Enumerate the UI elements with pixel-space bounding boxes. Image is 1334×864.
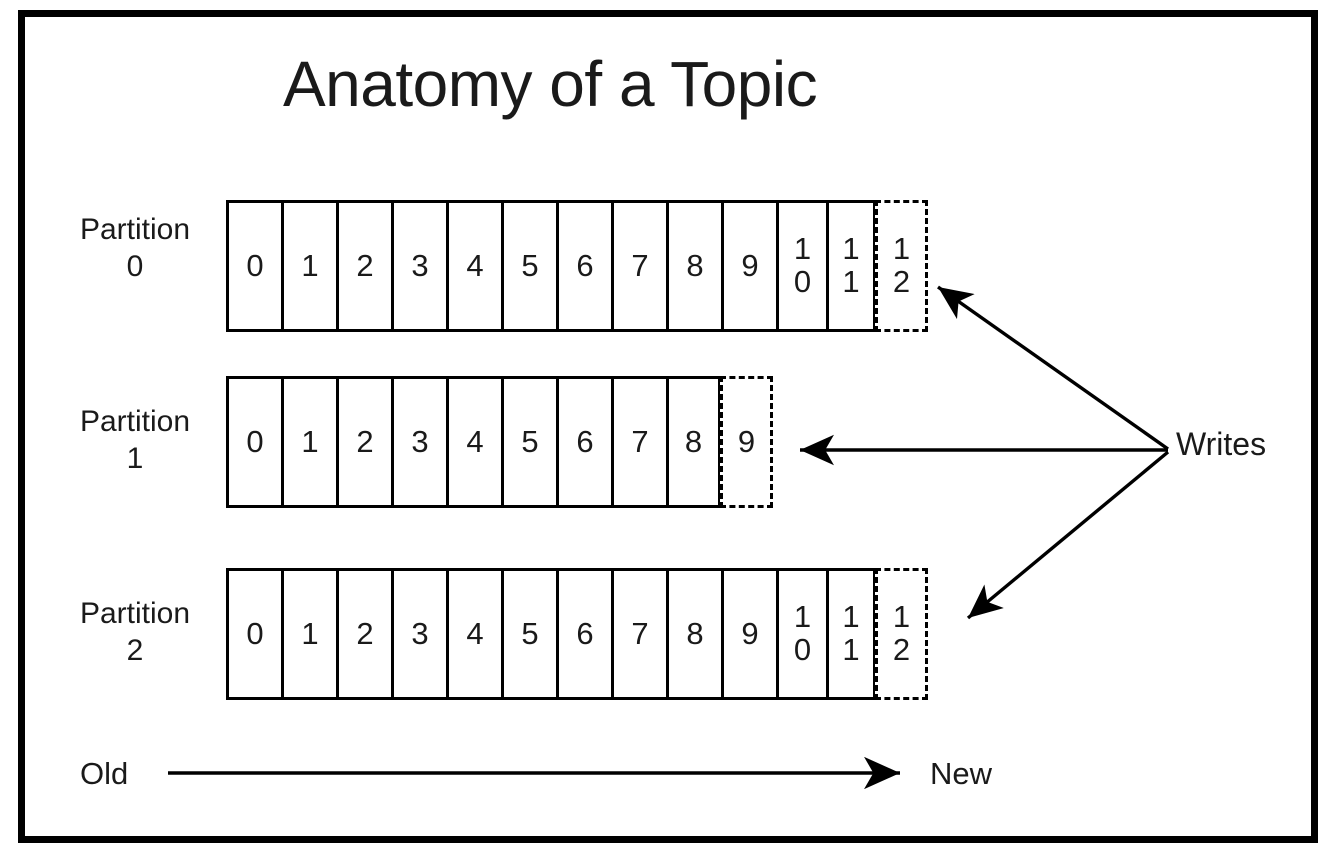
partition-label-0: Partition 0	[40, 212, 230, 285]
partition-label-2-index: 2	[126, 633, 144, 667]
partition-1-offset-cell: 4	[446, 376, 501, 508]
partition-label-2: Partition 2	[40, 596, 230, 669]
partition-2-offset-cell: 4	[446, 568, 501, 700]
partition-1-offset-cell: 1	[281, 376, 336, 508]
partition-1-offset-cell: 7	[611, 376, 666, 508]
partition-label-1-index: 1	[126, 441, 144, 475]
partition-2-offset-cell: 7	[611, 568, 666, 700]
partition-0-offset-cell: 8	[666, 200, 721, 332]
offset-value: 8	[686, 247, 704, 283]
offset-value: 1	[301, 423, 319, 459]
offset-value: 4	[466, 615, 484, 651]
offset-value: 9	[741, 615, 759, 651]
axis-new-label: New	[930, 756, 993, 791]
offset-value: 8	[684, 423, 703, 459]
partition-1-offset-cell: 6	[556, 376, 611, 508]
partition-0-offset-cell: 9	[721, 200, 776, 332]
partition-0-offset-cell: 1	[281, 200, 336, 332]
partition-2-offset-cell: 2	[336, 568, 391, 700]
offset-value: 7	[631, 247, 649, 283]
offset-value: 2	[356, 247, 374, 283]
axis-old-label: Old	[80, 756, 129, 791]
offset-value: 4	[466, 423, 484, 459]
partition-2-offset-cell: 1	[281, 568, 336, 700]
offset-value: 6	[576, 615, 594, 651]
page-title: Anatomy of a Topic	[282, 48, 818, 120]
partition-2-offset-cell: 8	[666, 568, 721, 700]
partition-label-0-name: Partition	[79, 213, 191, 246]
partition-1-offset-cell: 3	[391, 376, 446, 508]
offset-value: 3	[411, 615, 429, 651]
offset-value: 1	[301, 615, 319, 651]
partition-1-offset-cell: 0	[226, 376, 281, 508]
offset-value: 2	[356, 615, 374, 651]
offset-value: 0	[246, 247, 264, 283]
partition-1-offset-cell: 2	[336, 376, 391, 508]
offset-value: 4	[466, 247, 484, 283]
partition-label-2-name: Partition	[79, 597, 191, 630]
partition-0-offset-cell: 2	[336, 200, 391, 332]
partition-2-offset-cell: 6	[556, 568, 611, 700]
offset-value: 6	[576, 247, 594, 283]
offset-value: 0	[246, 423, 264, 459]
partition-2-offset-cell: 3	[391, 568, 446, 700]
offset-value: 9	[741, 247, 759, 283]
partition-0-offset-cell: 5	[501, 200, 556, 332]
partition-0-offset-cell: 0	[226, 200, 281, 332]
offset-value: 3	[411, 423, 429, 459]
partition-0-offset-cell: 4	[446, 200, 501, 332]
offset-value: 5	[521, 247, 539, 283]
partition-1-offset-cell: 5	[501, 376, 556, 508]
offset-value: 0	[246, 615, 264, 651]
offset-value: 7	[631, 423, 649, 459]
offset-value: 5	[521, 615, 539, 651]
offset-value: 6	[576, 423, 594, 459]
offset-value: 7	[631, 615, 649, 651]
partition-2-offset-cell: 0	[226, 568, 281, 700]
offset-value: 8	[686, 615, 704, 651]
offset-value: 1	[301, 247, 319, 283]
offset-value: 5	[521, 423, 539, 459]
offset-value: 3	[411, 247, 429, 283]
pending-offset-value: 9	[737, 423, 756, 459]
offset-value: 2	[356, 423, 374, 459]
partition-1-pending-cell: 9	[720, 376, 773, 508]
partition-label-0-index: 0	[126, 249, 144, 283]
partition-1-offset-cell: 8	[666, 376, 721, 508]
partition-0-offset-cell: 7	[611, 200, 666, 332]
writes-label: Writes	[1176, 426, 1267, 462]
partition-label-1-name: Partition	[79, 405, 191, 438]
partition-0-offset-cell: 6	[556, 200, 611, 332]
partition-label-1: Partition 1	[40, 404, 230, 477]
partition-0-offset-cell: 3	[391, 200, 446, 332]
partition-2-offset-cell: 5	[501, 568, 556, 700]
partition-2-offset-cell: 9	[721, 568, 776, 700]
